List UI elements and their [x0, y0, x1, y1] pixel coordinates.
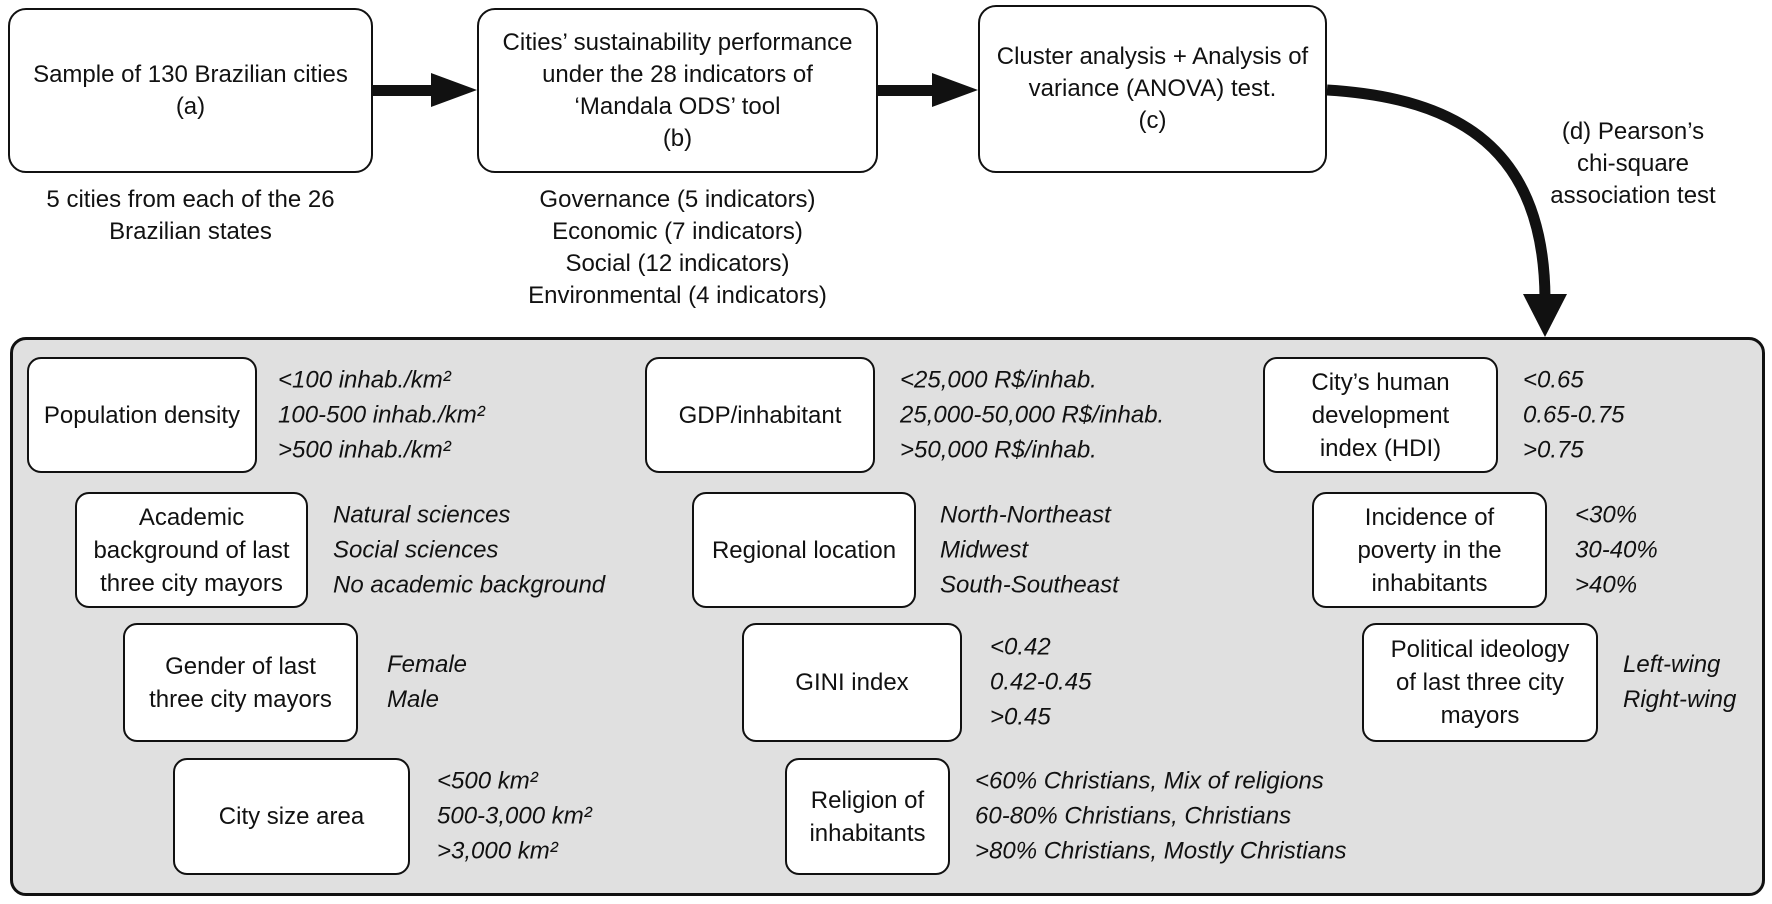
variable-categories-gini-index: <0.42 0.42-0.45 >0.45: [990, 633, 1092, 731]
step-c-box: Cluster analysis + Analysis of variance …: [978, 5, 1327, 173]
arrow-shaft: [878, 84, 932, 96]
step-b-box: Cities’ sustainability performance under…: [477, 8, 878, 173]
variable-box-gdp-inhabitant: GDP/inhabitant: [645, 357, 875, 473]
arrow-head: [932, 73, 978, 107]
variable-categories-gdp-inhabitant: <25,000 R$/inhab. 25,000-50,000 R$/inhab…: [900, 366, 1165, 464]
arrow-head: [431, 73, 477, 107]
variable-categories-religion: <60% Christians, Mix of religions 60-80%…: [975, 767, 1347, 865]
variable-box-gini-index: GINI index: [742, 623, 962, 742]
variable-box-city-size-area: City size area: [173, 758, 410, 875]
variable-categories-population-density: <100 inhab./km² 100-500 inhab./km² >500 …: [278, 366, 485, 464]
variable-box-political-ideology: Political ideology of last three city ma…: [1362, 623, 1598, 742]
arrow-b-to-c-icon: [878, 73, 978, 107]
variable-box-mayor-gender: Gender of last three city mayors: [123, 623, 358, 742]
step-a-box: Sample of 130 Brazilian cities (a): [8, 8, 373, 173]
variable-box-hdi: City’s human development index (HDI): [1263, 357, 1498, 473]
step-d-label: (d) Pearson’s chi-square association tes…: [1550, 118, 1716, 209]
variable-categories-hdi: <0.65 0.65-0.75 >0.75: [1523, 366, 1625, 464]
variable-categories-regional-location: North-Northeast Midwest South-Southeast: [940, 501, 1119, 599]
step-b-caption: Governance (5 indicators) Economic (7 in…: [528, 186, 827, 309]
variable-box-religion: Religion of inhabitants: [785, 758, 950, 875]
variable-categories-city-size-area: <500 km² 500-3,000 km² >3,000 km²: [437, 767, 592, 865]
arrow-c-to-panel-icon: [1326, 84, 1567, 337]
step-a-caption: 5 cities from each of the 26 Brazilian s…: [46, 186, 335, 245]
variable-box-poverty-incidence: Incidence of poverty in the inhabitants: [1312, 492, 1547, 608]
variable-box-academic-background: Academic background of last three city m…: [75, 492, 308, 608]
variable-categories-mayor-gender: Female Male: [387, 651, 468, 713]
arrow-shaft: [373, 84, 431, 96]
arrow-a-to-b-icon: [373, 73, 477, 107]
variable-box-population-density: Population density: [27, 357, 257, 473]
variable-categories-academic-background: Natural sciences Social sciences No acad…: [333, 501, 606, 599]
variable-box-regional-location: Regional location: [692, 492, 916, 608]
variable-categories-poverty-incidence: <30% 30-40% >40%: [1575, 501, 1658, 599]
variable-categories-political-ideology: Left-wing Right-wing: [1623, 651, 1737, 713]
